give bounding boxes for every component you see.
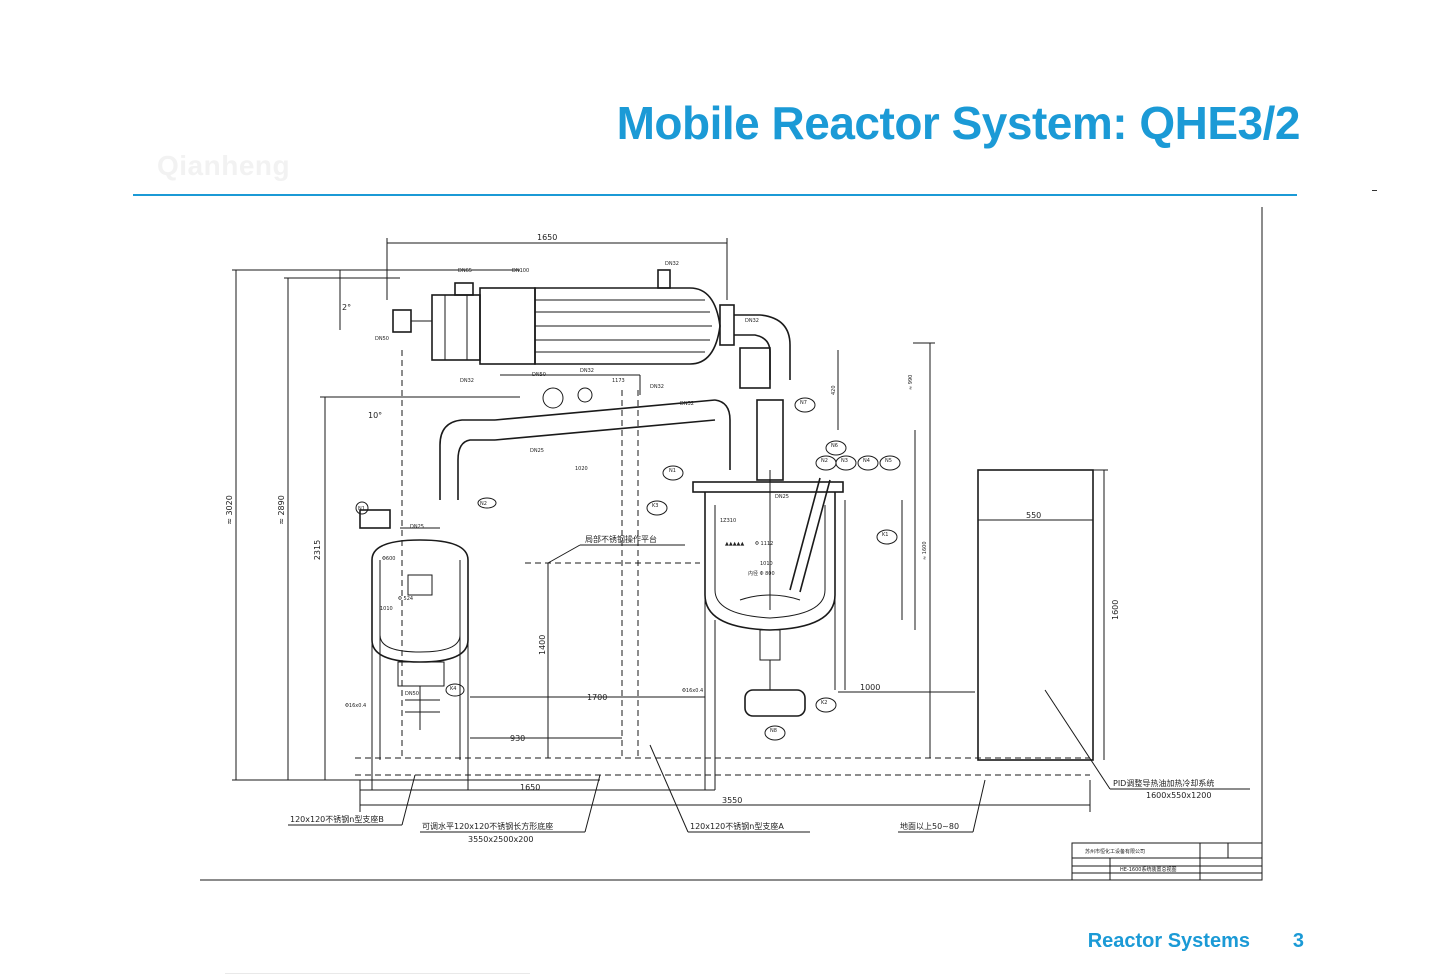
svg-text:DN32: DN32 xyxy=(680,401,694,407)
dim-angle-2: 2° xyxy=(342,303,351,312)
svg-text:1010: 1010 xyxy=(380,606,393,612)
height-dimensions: ≈ 3020 ≈ 2890 2315 xyxy=(225,269,600,781)
nozzle-n1-right: N1 xyxy=(669,468,676,474)
dim-skid-height: 1600 xyxy=(1111,600,1120,620)
footer-label: Reactor Systems xyxy=(1087,930,1250,952)
callout-pid-unit-size: 1600x550x1200 xyxy=(1146,791,1211,800)
svg-text:Φ16x0.4: Φ16x0.4 xyxy=(345,703,366,709)
nozzle-tags: N1 N2 N1 K3 N7 N6 N2 N3 N4 N5 K1 K2 N8 K… xyxy=(355,397,901,741)
nozzle-k4: K4 xyxy=(450,686,456,692)
callout-stand-b: 120x120不锈钢n型支座B xyxy=(290,814,384,824)
dim-platform-height: 2315 xyxy=(313,540,322,560)
svg-text:内径 Φ 800: 内径 Φ 800 xyxy=(748,570,775,577)
nozzle-k3: K3 xyxy=(652,503,658,509)
engineering-drawing: 1650 DN65 DN100 DN32 DN50 2° DN32 DN32 xyxy=(200,207,1263,881)
dim-span-1000: 1000 xyxy=(860,683,880,692)
page-number: 3 xyxy=(1292,930,1304,952)
callout-ground-clearance: 地面以上50~80 xyxy=(900,821,959,831)
title-block-company: 苏州市恒化工设备有限公司 xyxy=(1085,848,1145,855)
nozzle-n2-left: N2 xyxy=(480,501,487,507)
dim-bottom-3550: 3550 xyxy=(722,796,742,805)
nozzle-n1-left: N1 xyxy=(358,506,365,512)
svg-text:DN25: DN25 xyxy=(530,448,544,454)
callout-pid-unit: PID调整导热油加热冷却系统 xyxy=(1113,778,1214,788)
svg-text:DN32: DN32 xyxy=(650,384,664,390)
pid-skid: 550 1600 xyxy=(977,469,1120,761)
slide-title: Mobile Reactor System: QHE3/2 xyxy=(616,97,1301,149)
svg-text:Φ600: Φ600 xyxy=(382,556,395,562)
condenser: DN65 DN100 DN32 DN50 2° DN32 DN32 xyxy=(339,261,791,384)
nozzle-n5: N5 xyxy=(885,458,892,464)
svg-text:DN32: DN32 xyxy=(580,368,594,374)
svg-text:DN32: DN32 xyxy=(665,261,679,267)
svg-text:DN25: DN25 xyxy=(410,524,424,530)
svg-text:DN50: DN50 xyxy=(532,372,546,378)
svg-text:1020: 1020 xyxy=(575,466,588,472)
frame-lines: 1700 930 1650 3550 1000 1400 xyxy=(355,350,1091,812)
title-block: 苏州市恒化工设备有限公司 HE-1600系统装置总视图 xyxy=(1071,842,1263,881)
callouts: 局部不锈钢操作平台 120x120不锈钢n型支座B 可调水平120x120不锈钢… xyxy=(288,534,1250,844)
nozzle-n6: N6 xyxy=(831,443,838,449)
svg-text:Φ 524: Φ 524 xyxy=(398,596,413,602)
nozzle-n2: N2 xyxy=(821,458,828,464)
svg-text:DN100: DN100 xyxy=(512,268,529,274)
nozzle-k2: K2 xyxy=(821,700,827,706)
title-block-drawing-name: HE-1600系统装置总视图 xyxy=(1120,866,1176,873)
svg-text:1Z310: 1Z310 xyxy=(720,518,736,524)
callout-base-frame-size: 3550x2500x200 xyxy=(468,835,533,844)
dim-span-930: 930 xyxy=(510,734,525,743)
svg-text:≈ 1600: ≈ 1600 xyxy=(922,541,928,560)
vapor-pipe: DN50 DN32 1173 DN32 DN32 DN25 1020 10° xyxy=(368,368,731,500)
edge-tick-mark xyxy=(1372,190,1377,191)
svg-text:DN50: DN50 xyxy=(405,691,419,697)
dim-total-height: ≈ 3020 xyxy=(225,495,234,525)
nozzle-k1: K1 xyxy=(882,532,888,538)
svg-text:Φ16x0.4: Φ16x0.4 xyxy=(682,688,703,694)
callout-base-frame: 可调水平120x120不锈钢长方形底座 xyxy=(422,821,553,831)
dim-span-1400: 1400 xyxy=(538,635,547,655)
nozzle-n7: N7 xyxy=(800,400,807,406)
dim-bottom-1650: 1650 xyxy=(520,783,540,792)
callout-stand-a: 120x120不锈钢n型支座A xyxy=(690,821,784,831)
dim-span-1700: 1700 xyxy=(587,693,607,702)
main-reactor: 1Z310 Φ 1112 1010 内径 Φ 800 ▲▲▲▲▲ Φ16x0.4… xyxy=(682,347,846,790)
svg-text:≈ 990: ≈ 990 xyxy=(908,375,914,390)
svg-text:1010: 1010 xyxy=(760,561,773,567)
dim-top-width: 1650 xyxy=(537,233,557,242)
svg-text:▲▲▲▲▲: ▲▲▲▲▲ xyxy=(725,541,744,547)
callout-platform: 局部不锈钢操作平台 xyxy=(585,534,657,544)
dim-condenser-height: ≈ 2890 xyxy=(277,495,286,525)
reactor-dimensions: ≈ 990 420 ≈ 1600 xyxy=(831,342,935,758)
dim-angle: 10° xyxy=(368,411,382,420)
dim-skid-width: 550 xyxy=(1026,511,1041,520)
title-divider xyxy=(133,194,1297,196)
svg-text:DN65: DN65 xyxy=(458,268,472,274)
svg-text:DN32: DN32 xyxy=(460,378,474,384)
svg-text:Φ 1112: Φ 1112 xyxy=(755,541,773,547)
top-dimension: 1650 xyxy=(386,233,728,300)
svg-text:1173: 1173 xyxy=(612,378,625,384)
watermark-logo: Qianheng xyxy=(157,150,291,181)
svg-text:DN25: DN25 xyxy=(775,494,789,500)
svg-text:420: 420 xyxy=(831,385,837,395)
footer-divider xyxy=(225,973,530,974)
svg-text:DN32: DN32 xyxy=(745,318,759,324)
nozzle-n4: N4 xyxy=(863,458,870,464)
svg-text:DN50: DN50 xyxy=(375,336,389,342)
nozzle-n3: N3 xyxy=(841,458,848,464)
receiver-vessel: Φ600 Φ 524 1010 DN50 Φ16x0.4 DN25 xyxy=(345,509,469,790)
nozzle-n8: N8 xyxy=(770,728,777,734)
